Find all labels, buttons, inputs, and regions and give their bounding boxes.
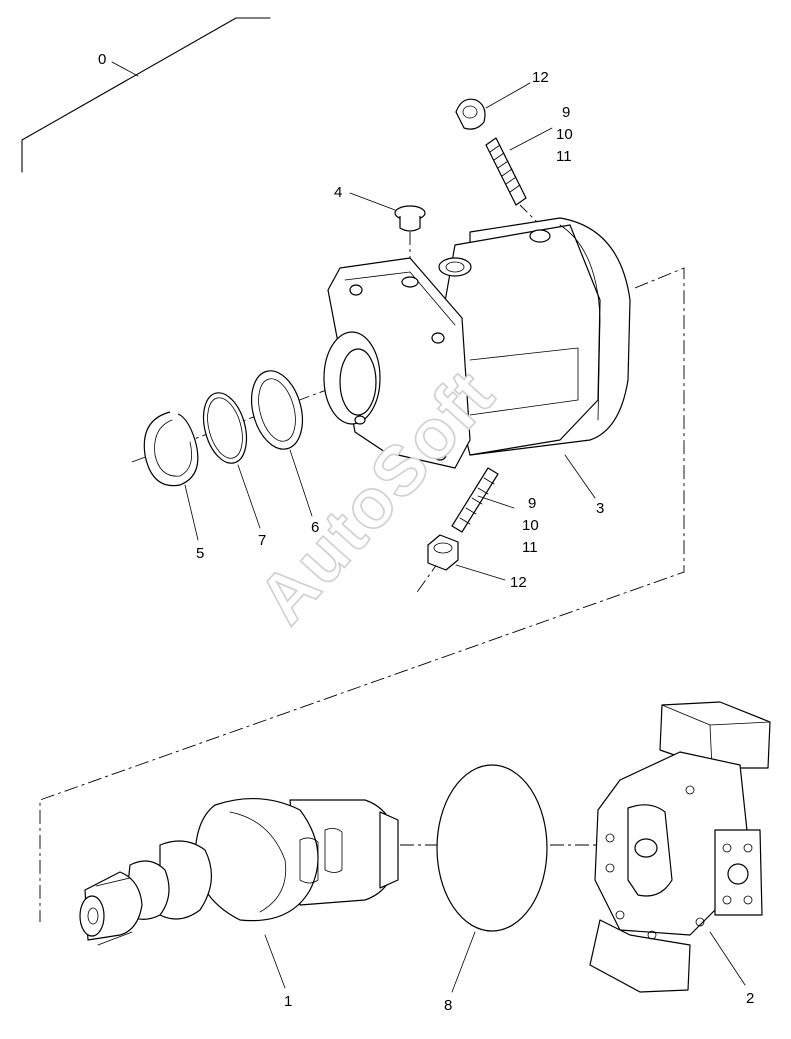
assembly-bracket (21, 17, 271, 173)
callout-labels: 0 12 9 10 11 4 3 9 10 11 12 6 7 5 1 8 2 (98, 51, 754, 1014)
end-cover (589, 701, 771, 993)
callout-11-lower: 11 (522, 539, 538, 556)
o-ring-large (436, 764, 548, 932)
callout-10-lower: 10 (522, 517, 539, 534)
callout-10-upper: 10 (556, 126, 573, 143)
callout-11-upper: 11 (556, 148, 572, 165)
callout-1: 1 (284, 993, 292, 1010)
callout-9-upper: 9 (562, 104, 570, 121)
plug (394, 205, 426, 232)
callout-5: 5 (196, 545, 204, 562)
upper-stud-and-nut (455, 98, 527, 206)
callout-9-lower: 9 (528, 495, 536, 512)
callout-2: 2 (746, 990, 754, 1007)
callout-12-lower: 12 (510, 574, 527, 591)
callout-12-upper: 12 (532, 69, 549, 86)
lower-stud-and-nut (427, 467, 499, 571)
assembly-boundary (39, 267, 685, 922)
callout-8: 8 (444, 997, 452, 1014)
backup-ring (251, 370, 303, 450)
callout-7: 7 (258, 532, 266, 549)
motor-housing (323, 217, 631, 469)
leader-lines (111, 61, 746, 993)
o-ring-small (202, 392, 248, 464)
rotating-group (79, 798, 399, 946)
callout-0: 0 (98, 51, 106, 68)
callout-4: 4 (334, 184, 342, 201)
retaining-ring (143, 411, 199, 487)
callout-3: 3 (596, 500, 604, 517)
callout-6: 6 (311, 519, 319, 536)
